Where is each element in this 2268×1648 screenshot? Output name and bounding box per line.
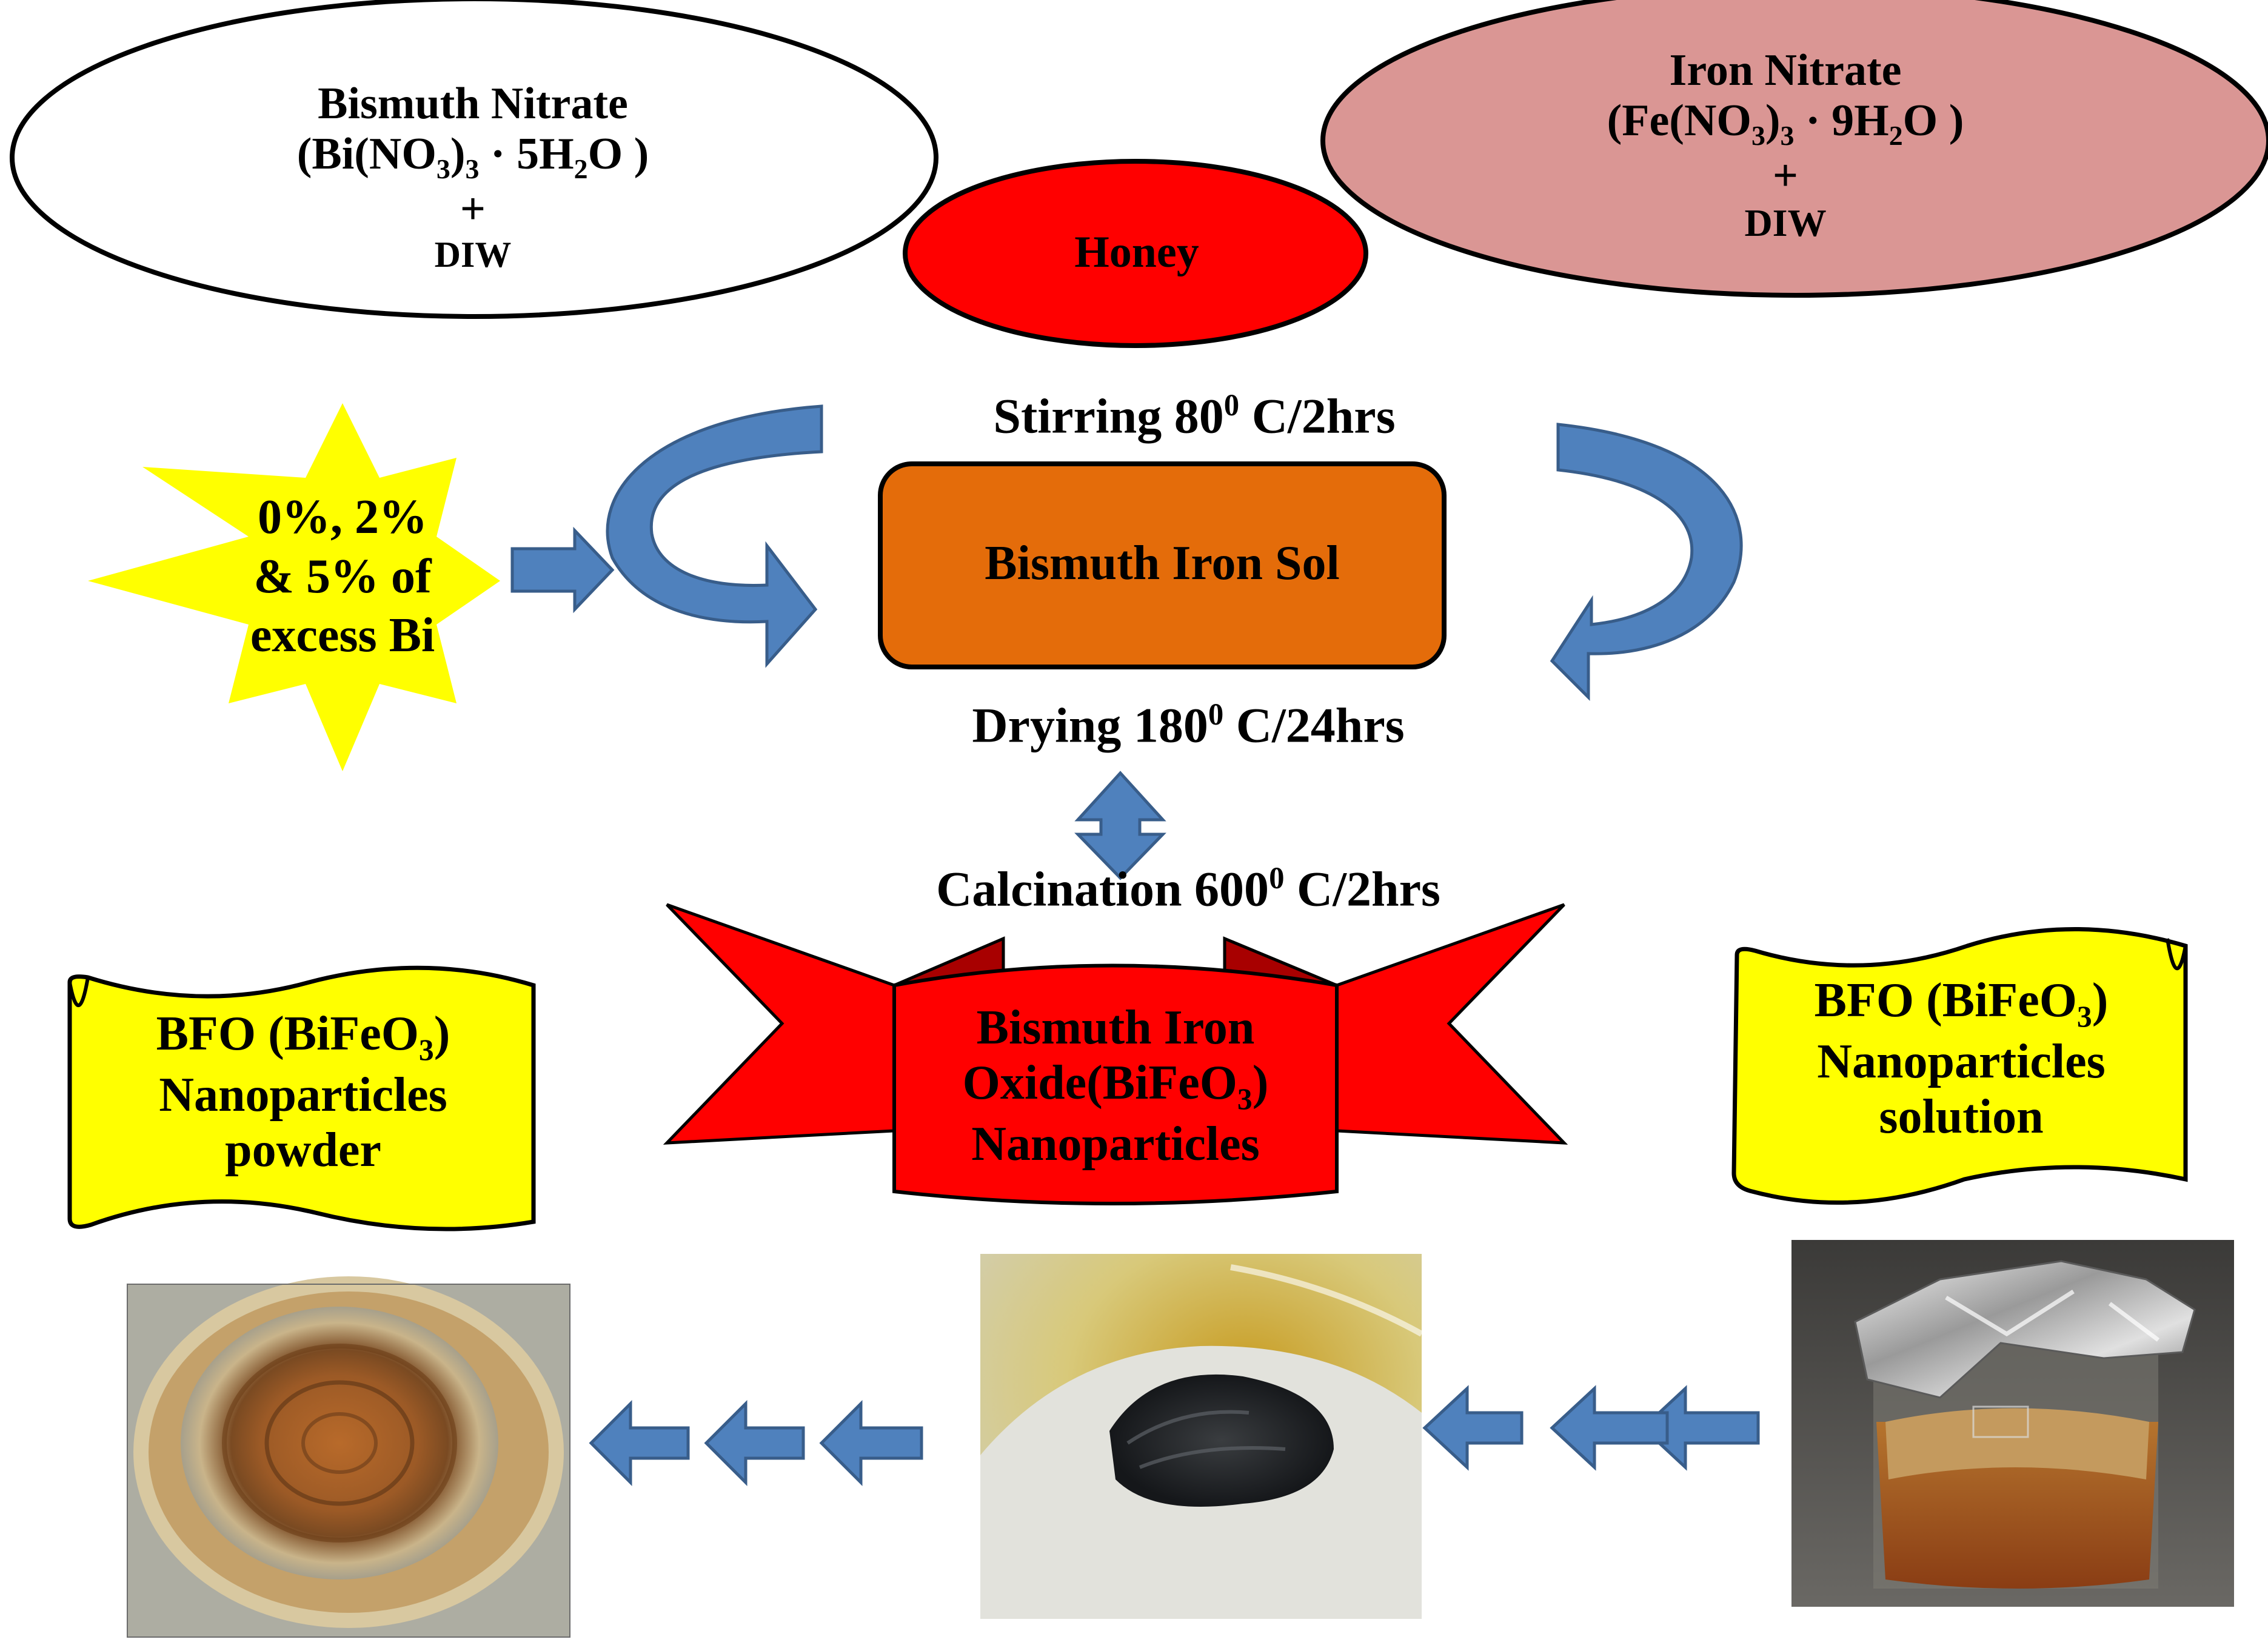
iron-plus: + (1772, 151, 1799, 201)
stirring-step: Stirring 800 C/2hrs (993, 388, 1396, 444)
excess-bi-label: 0%, 2% & 5% of excess Bi (250, 491, 435, 663)
iron-nitrate-label: Iron Nitrate (Fe(NO3)3 · 9H2O ) + DIW (1513, 45, 2058, 245)
arrows-calcined-to-powder (589, 1399, 923, 1487)
iron-nitrate-formula: (Fe(NO3)3 · 9H2O ) (1607, 95, 1964, 151)
curved-arrow-right (1550, 423, 1743, 702)
bismuth-nitrate-name: Bismuth Nitrate (318, 79, 628, 129)
powder-banner (67, 965, 536, 1231)
bismuth-iron-sol-label: Bismuth Iron Sol (985, 537, 1340, 590)
bismuth-solvent: DIW (434, 234, 512, 275)
powder-banner-label: BFO (BiFeO3) Nanoparticles powder (156, 1007, 450, 1177)
solution-photo (1791, 1240, 2234, 1607)
bismuth-iron-sol-box (878, 461, 1447, 669)
iron-nitrate-name: Iron Nitrate (1669, 45, 1902, 95)
arrows-solution-to-calcined (1422, 1385, 1760, 1471)
solution-banner (1731, 927, 2188, 1205)
bismuth-nitrate-formula: (Bi(NO3)3 · 5H2O ) (296, 129, 649, 184)
solution-banner-label: BFO (BiFeO3) Nanoparticles solution (1814, 974, 2109, 1144)
bismuth-plus: + (460, 184, 486, 235)
product-ribbon (663, 903, 1568, 1205)
honey-label: Honey (1074, 227, 1199, 277)
bismuth-nitrate-label: Bismuth Nitrate (Bi(NO3)3 · 5H2O ) + DIW (200, 79, 746, 275)
solution-banner-curl (2166, 938, 2187, 970)
powder-photo (127, 1276, 570, 1638)
product-label: Bismuth Iron Oxide(BiFeO3) Nanoparticles (962, 1001, 1269, 1171)
curved-arrow-left (606, 404, 823, 668)
excess-bi-star (88, 403, 500, 771)
calcined-photo (980, 1254, 1423, 1619)
drying-step: Drying 1800 C/24hrs (972, 697, 1405, 753)
bismuth-nitrate-ellipse (10, 0, 938, 319)
iron-solvent: DIW (1744, 201, 1827, 244)
calcination-step: Calcination 6000 C/2hrs (936, 861, 1440, 917)
honey-ellipse (903, 159, 1368, 348)
iron-nitrate-ellipse (1320, 0, 2268, 298)
powder-banner-curl (68, 977, 90, 1007)
double-vertical-arrow (1074, 771, 1166, 880)
star-arrow (510, 526, 615, 614)
